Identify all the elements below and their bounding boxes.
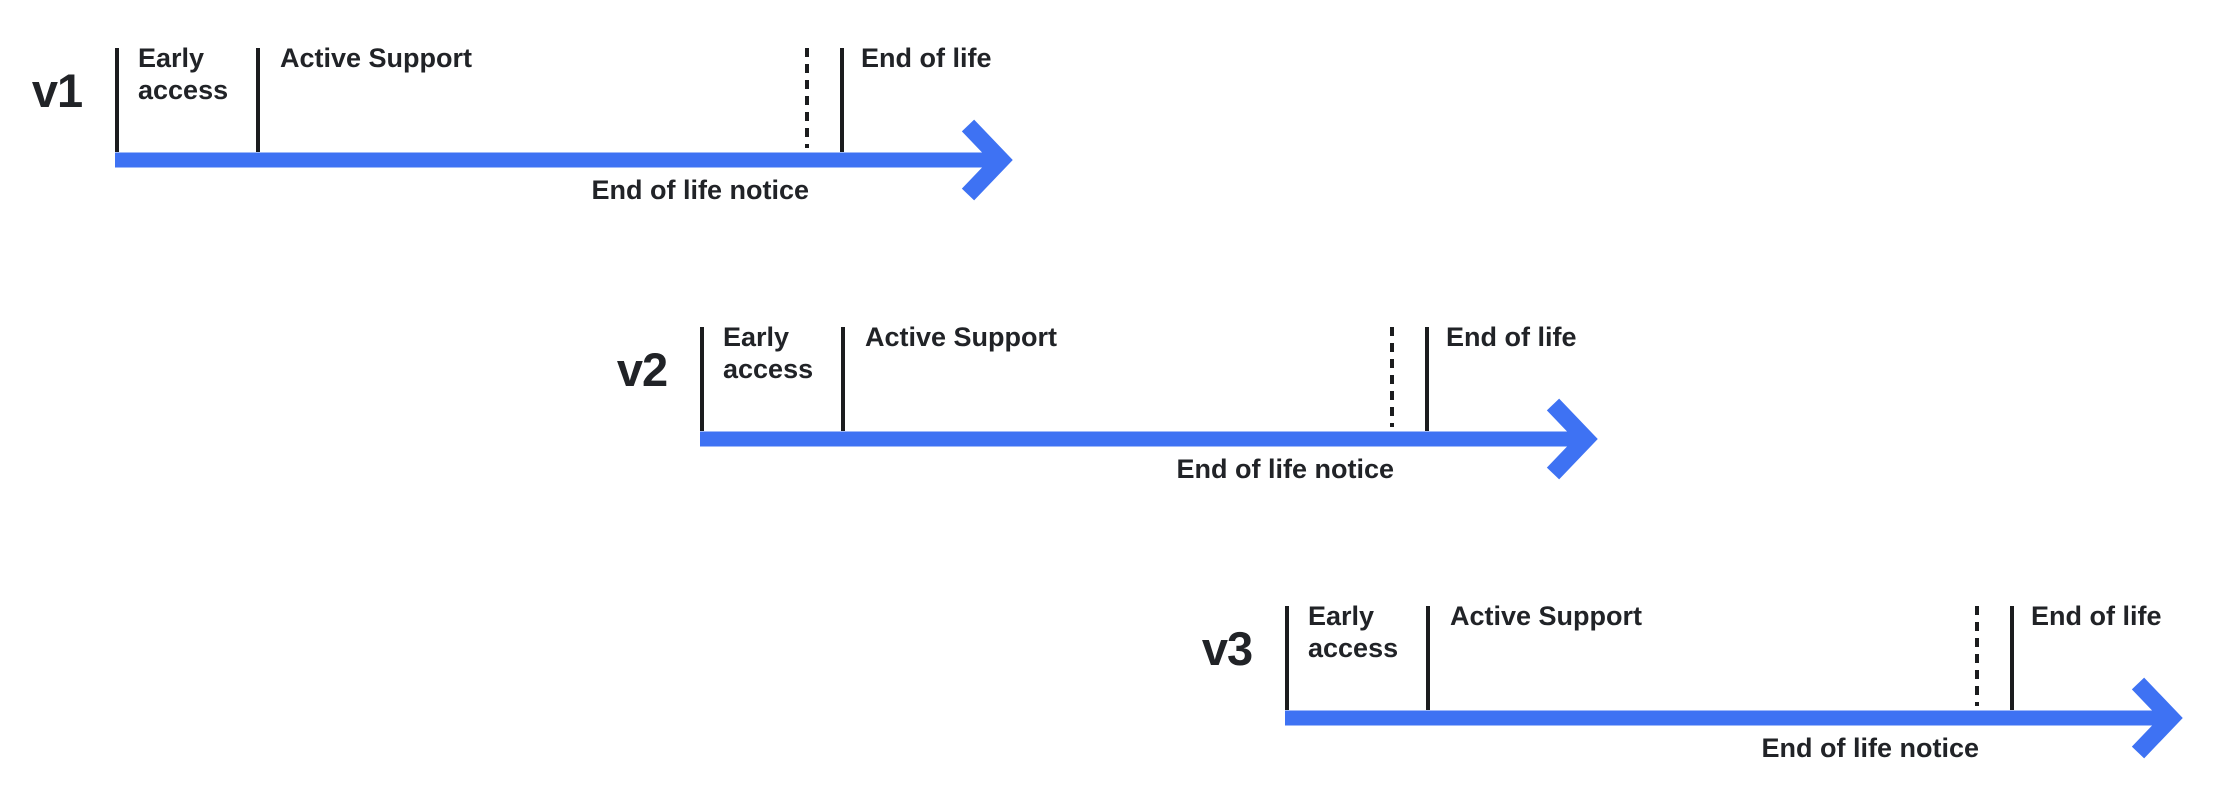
end-of-life-notice-label: End of life notice (1176, 454, 1394, 484)
active-support-label: Active Support (280, 43, 473, 73)
end-of-life-notice-dashed-tick (1390, 327, 1394, 427)
version-label-v1: v1 (31, 64, 83, 117)
end-of-life-tick (2010, 606, 2014, 710)
timeline-v3: v3 Early access Active Support End of li… (1170, 558, 2215, 773)
timeline-v1: v1 Early access Active Support End of li… (0, 0, 1045, 215)
end-of-life-label: End of life (861, 43, 992, 73)
end-of-life-label: End of life (2031, 601, 2162, 631)
early-access-label: Early access (1308, 601, 1399, 663)
arrow-head-icon (961, 119, 1013, 201)
early-access-start-tick (115, 48, 119, 152)
arrow-shaft (115, 152, 998, 168)
arrow-head-icon (2131, 677, 2183, 759)
version-label-v2: v2 (616, 343, 668, 396)
end-of-life-notice-label: End of life notice (591, 175, 809, 205)
early-access-start-tick (1285, 606, 1289, 710)
end-of-life-tick (1425, 327, 1429, 431)
end-of-life-notice-dashed-tick (1975, 606, 1979, 706)
arrow-shaft (1285, 710, 2168, 726)
early-access-start-tick (700, 327, 704, 431)
arrow-head-icon (1546, 398, 1598, 480)
early-access-label: Early access (723, 322, 814, 384)
timeline-arrow-icon (115, 119, 1013, 201)
arrow-shaft (700, 431, 1583, 447)
end-of-life-label: End of life (1446, 322, 1577, 352)
timeline-v2: v2 Early access Active Support End of li… (585, 279, 1630, 494)
end-of-life-notice-dashed-tick (805, 48, 809, 148)
end-of-life-tick (840, 48, 844, 152)
timeline-arrow-icon (700, 398, 1598, 480)
early-access-label: Early access (138, 43, 229, 105)
timeline-arrow-icon (1285, 677, 2183, 759)
end-of-life-notice-label: End of life notice (1761, 733, 1979, 763)
active-support-start-tick (1426, 606, 1430, 710)
active-support-label: Active Support (865, 322, 1058, 352)
version-label-v3: v3 (1201, 622, 1253, 675)
active-support-label: Active Support (1450, 601, 1643, 631)
active-support-start-tick (256, 48, 260, 152)
active-support-start-tick (841, 327, 845, 431)
